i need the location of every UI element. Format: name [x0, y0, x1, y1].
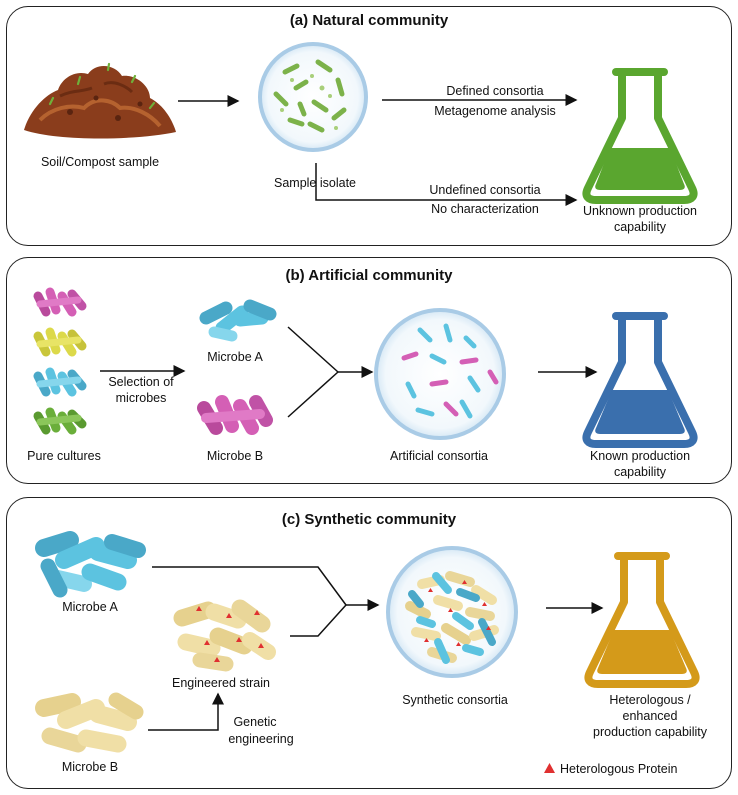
microbe-b-label-b: Microbe B [206, 449, 264, 463]
route2-line1: Undefined consortia [429, 183, 541, 197]
merge-lines-c [152, 566, 347, 637]
route1-line1: Defined consortia [446, 84, 544, 98]
engineered-strain-label: Engineered strain [172, 676, 270, 690]
pure-culture-green [33, 407, 87, 435]
microbe-b-cluster-b [197, 395, 273, 435]
heterologous-protein-markers [196, 606, 264, 662]
genetic-line1: Genetic [233, 715, 277, 729]
result-c-line2: enhanced [622, 709, 678, 723]
microbe-a-cluster-c [35, 531, 146, 598]
pure-culture-yellow [33, 327, 87, 357]
panel-b-title: (b) Artificial community [285, 267, 453, 284]
engineered-strain-cluster [173, 599, 276, 672]
result-a-line1: Unknown production [583, 204, 697, 218]
microbe-a-label-c: Microbe A [62, 600, 118, 614]
panel-c-title: (c) Synthetic community [281, 511, 457, 528]
panel-a-title: (a) Natural community [289, 12, 449, 29]
flask-unknown-icon [582, 68, 698, 204]
pure-culture-pink [33, 287, 87, 317]
artificial-consortia-label: Artificial consortia [390, 449, 488, 463]
result-a-line2: capability [613, 220, 667, 234]
sample-isolate-dish [258, 42, 368, 152]
microbe-a-label-b: Microbe A [207, 350, 263, 364]
flask-known-icon [582, 312, 698, 448]
flask-enhanced-icon [584, 552, 700, 688]
route2-line2: No characterization [431, 202, 539, 216]
synthetic-consortia-label: Synthetic consortia [402, 693, 508, 707]
result-c-line3: production capability [593, 725, 707, 739]
artificial-consortia-dish [374, 308, 506, 440]
result-b-line2: capability [613, 465, 667, 479]
microbe-a-cluster-b [199, 299, 277, 342]
selection-line2: microbes [115, 391, 167, 405]
soil-label: Soil/Compost sample [40, 155, 160, 169]
soil-sample-icon [24, 62, 176, 139]
arrow-undefined-consortia [315, 163, 578, 206]
isolate-label: Sample isolate [274, 176, 356, 190]
pure-cultures-label: Pure cultures [27, 449, 101, 463]
result-c-line1: Heterologous / [609, 693, 691, 707]
heterologous-protein-legend-icon [544, 763, 555, 773]
genetic-line2: engineering [228, 732, 294, 746]
synthetic-consortia-dish [386, 546, 518, 678]
heterologous-protein-legend-label: Heterologous Protein [560, 762, 678, 776]
result-b-line1: Known production [589, 449, 691, 463]
merge-lines-b [287, 326, 339, 418]
route1-line2: Metagenome analysis [434, 104, 556, 118]
pure-culture-blue [33, 367, 87, 397]
microbe-b-label-c: Microbe B [61, 760, 119, 774]
arrow-genetic-engineering [148, 692, 224, 731]
selection-line1: Selection of [108, 375, 174, 389]
microbe-b-cluster-c [35, 692, 144, 753]
